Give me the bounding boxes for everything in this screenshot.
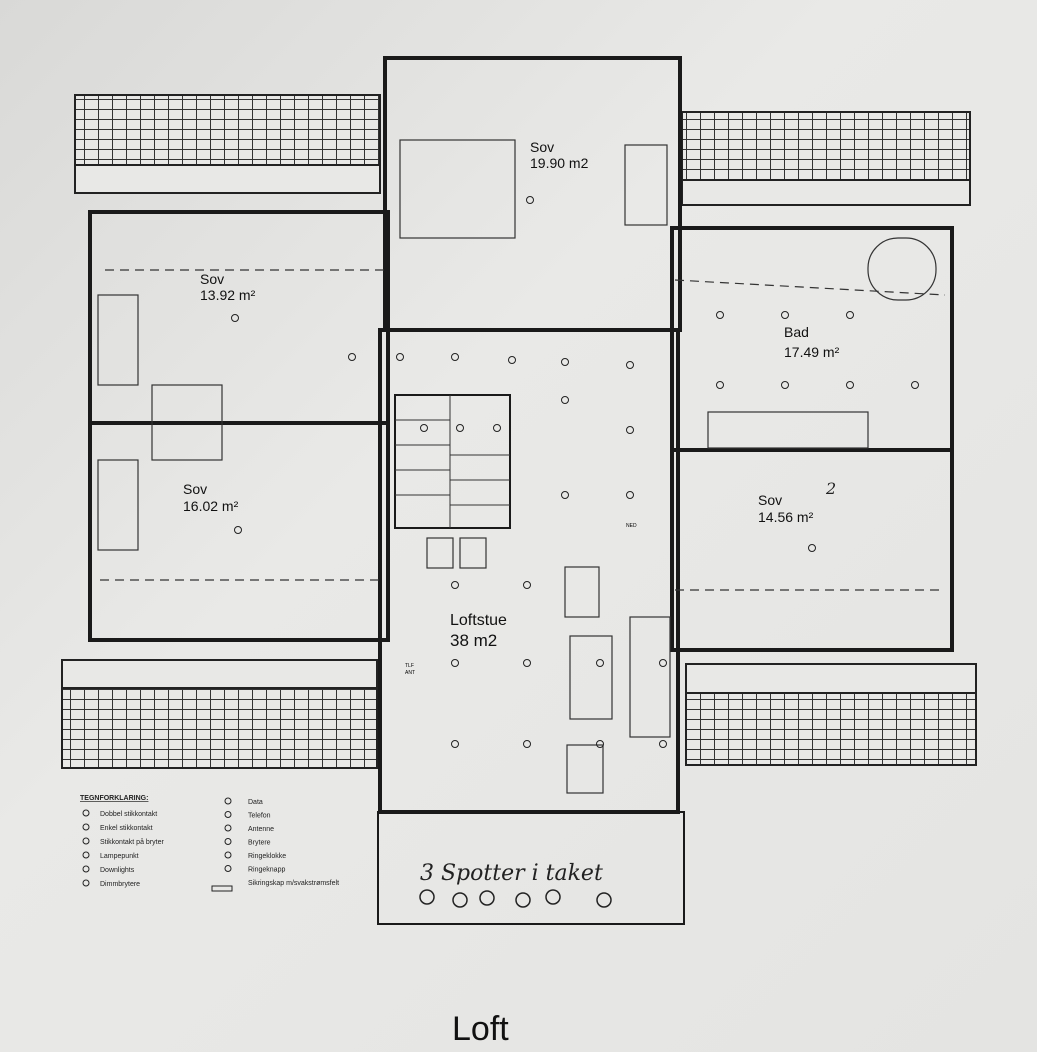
downlight-icon	[626, 361, 634, 369]
downlight-icon	[493, 424, 501, 432]
roof-tiles	[61, 94, 977, 769]
legend-label: Data	[248, 799, 263, 806]
downlight-icon	[659, 659, 667, 667]
downlight-icon	[561, 491, 569, 499]
downlight-icon	[659, 740, 667, 748]
downlight-icon	[348, 353, 356, 361]
downlight-icon	[911, 381, 919, 389]
downlight-icon	[523, 659, 531, 667]
downlight-icon	[561, 396, 569, 404]
room-area: 19.90 m2	[530, 155, 589, 171]
downlight-icon	[523, 581, 531, 589]
room-area: 14.56 m²	[758, 509, 814, 525]
downlight-icon	[420, 424, 428, 432]
legend-label: Enkel stikkontakt	[100, 825, 153, 832]
dimmer-icon	[82, 879, 90, 887]
downlight-icon	[781, 381, 789, 389]
room-labels: Sov 19.90 m2 Sov 13.92 m² Sov 16.02 m² B…	[183, 139, 840, 650]
switch-icon	[224, 838, 232, 845]
legend-label: Dimmbrytere	[100, 881, 140, 888]
room-name: Loftstue	[450, 612, 507, 629]
legend-label: Stikkontakt på bryter	[100, 838, 164, 846]
tlf-label: TLF	[405, 663, 414, 669]
downlight-icon	[451, 353, 459, 361]
room-name: Sov	[530, 139, 554, 155]
legend-label: Telefon	[248, 813, 271, 820]
downlight-icon	[716, 381, 724, 389]
downlight-icon	[561, 358, 569, 366]
downlight-icon	[526, 196, 534, 204]
dashed-ceiling-lines	[100, 269, 946, 591]
room-name: Sov	[183, 481, 207, 497]
balcony-spots	[419, 889, 612, 908]
legend-label: Dobbel stikkontakt	[100, 811, 157, 818]
room-name: Sov	[200, 271, 224, 287]
handwritten-mark: 2	[825, 479, 836, 498]
single-socket-icon	[82, 823, 90, 831]
antenna-icon	[224, 824, 232, 832]
fuse-box-icon	[211, 885, 233, 892]
legend: TEGNFORKLARING: Dobbel stikkontaktEnkel …	[80, 795, 339, 892]
downlight-icon	[596, 740, 604, 748]
room-name: Bad	[784, 324, 809, 340]
downlight-icon	[451, 740, 459, 748]
downlight-icon	[716, 311, 724, 319]
downlight-icon	[451, 581, 459, 589]
downlight-icon	[808, 544, 816, 552]
page-title: Loft	[452, 1010, 509, 1048]
downlight-icon	[234, 526, 242, 534]
room-area: 13.92 m²	[200, 287, 256, 303]
downlight-icon	[82, 865, 90, 873]
double-socket-icon	[82, 809, 90, 817]
downlight-icon	[781, 311, 789, 319]
downlight-icon	[451, 659, 459, 667]
room-area: 17.49 m²	[784, 344, 840, 360]
legend-label: Sikringskap m/svakstrømsfelt	[248, 880, 339, 887]
doorbell-icon	[224, 851, 232, 859]
stairs	[395, 395, 510, 528]
room-name: Sov	[758, 492, 782, 508]
legend-heading: TEGNFORKLARING:	[80, 795, 148, 802]
ned-label: NED	[626, 523, 637, 529]
downlight-icon	[456, 424, 464, 432]
downlight-icon	[626, 426, 634, 434]
downlight-icon	[396, 353, 404, 361]
furniture	[97, 139, 937, 794]
data-icon	[224, 797, 232, 805]
handwritten-note: 3 Spotter i taket	[420, 861, 603, 886]
socket-switch-icon	[82, 837, 90, 845]
downlights	[231, 196, 919, 748]
legend-label: Lampepunkt	[100, 853, 139, 860]
downlight-icon	[846, 381, 854, 389]
legend-label: Ringeklokke	[248, 853, 286, 860]
walls	[88, 56, 954, 925]
downlight-icon	[596, 659, 604, 667]
phone-icon	[224, 811, 232, 818]
legend-label: Brytere	[248, 840, 271, 847]
downlight-icon	[508, 356, 516, 364]
bell-button-icon	[224, 865, 232, 872]
downlight-icon	[231, 314, 239, 322]
legend-label: Downlights	[100, 867, 135, 874]
downlight-icon	[523, 740, 531, 748]
room-area: 38 m2	[450, 631, 497, 650]
lamp-point-icon	[82, 851, 90, 859]
room-area: 16.02 m²	[183, 498, 239, 514]
downlight-icon	[846, 311, 854, 319]
legend-label: Ringeknapp	[248, 867, 285, 874]
legend-label: Antenne	[248, 826, 274, 833]
downlight-icon	[626, 491, 634, 499]
ant-label: ANT	[405, 670, 415, 676]
